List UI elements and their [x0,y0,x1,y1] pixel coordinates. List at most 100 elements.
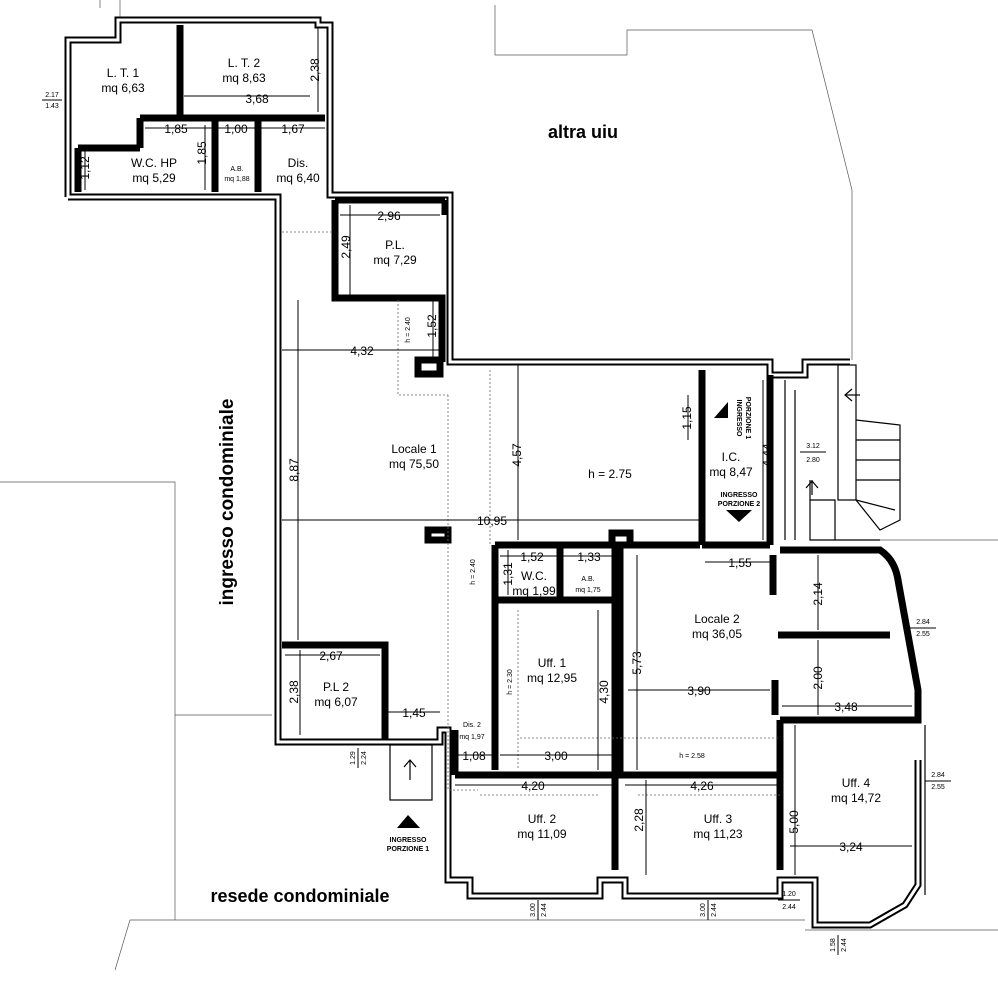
room-uff2-name: Uff. 2 [528,812,557,826]
dim-152a: 1,52 [425,314,439,338]
entrance-p1-top-line2: PORZIONE 1 [744,397,751,440]
room-uff1-name: Uff. 1 [538,656,567,670]
fraction-h-top: 1.20 [782,891,796,898]
height-h240b: h = 2.40 [470,559,477,585]
fraction-lines [42,99,951,955]
fraction-e-top: 1.29 [350,751,357,765]
entrance-markers [397,402,752,828]
dim-324: 3,24 [839,840,863,854]
other-unit-label: altra uiu [548,122,618,142]
entrance-p1-bottom-line1: INGRESSO [390,837,428,844]
dim-887: 8,87 [287,458,301,482]
fraction-labels: 2.17 1.43 3.12 2.80 2.84 2.55 2.84 2.55 … [45,92,945,952]
dim-145: 1,45 [402,706,426,720]
fraction-g-bottom: 2.44 [711,903,718,917]
room-uff4-name: Uff. 4 [842,776,871,790]
dim-430: 4,30 [597,680,611,704]
fraction-c-top: 2.84 [916,619,930,626]
dim-348: 3,48 [834,700,858,714]
height-h230: h = 2.30 [507,669,514,695]
entrance-p1-top-line1: INGRESSO [735,400,742,438]
room-lt1-area: mq 6,63 [101,81,145,95]
fraction-h-bottom: 2.44 [782,904,796,911]
fraction-g-top: 3.00 [700,903,707,917]
dim-108: 1,08 [462,749,486,763]
reference-lines [282,231,780,796]
room-locale1-area: mq 75,50 [389,457,439,471]
room-ab2-name: A.B. [581,576,594,583]
room-dis2-name: Dis. 2 [463,722,481,729]
dim-420: 4,20 [521,779,545,793]
height-h275: h = 2.75 [588,467,632,481]
dim-296: 2,96 [377,209,401,223]
room-labels: L. T. 1 mq 6,63 L. T. 2 mq 8,63 W.C. HP … [101,56,881,841]
dim-573: 5,73 [630,651,644,675]
fraction-a-top: 2.17 [45,92,59,99]
dim-368: 3,68 [245,92,269,106]
room-dis-name: Dis. [288,156,309,170]
dim-185a: 1,85 [164,122,188,136]
height-h258: h = 2.58 [679,753,705,760]
dim-238a: 2,38 [308,58,322,82]
room-uff1-area: mq 12,95 [527,671,577,685]
room-wc-area: mq 1,99 [512,584,556,598]
fraction-i-bottom: 2.44 [841,938,848,952]
room-lt1-name: L. T. 1 [107,66,140,80]
fraction-b-top: 3.12 [806,443,820,450]
dim-249: 2,49 [339,235,353,259]
room-pl2-name: P.L 2 [323,680,349,694]
dim-432: 4,32 [350,344,374,358]
dim-133: 1,33 [577,550,601,564]
dim-214: 2,14 [811,582,825,606]
room-uff3-area: mq 11,23 [693,827,742,841]
dimension-lines [84,28,912,875]
dim-100: 1,00 [224,122,248,136]
courtyard-label: resede condominiale [210,886,389,906]
room-uff2-area: mq 11,09 [517,827,566,841]
outer-walls [64,16,922,929]
room-lt2-name: L. T. 2 [228,56,261,70]
entrance-p1-bottom-line2: PORZIONE 1 [387,846,430,853]
dim-300: 3,00 [544,749,568,763]
dim-185b: 1,85 [195,141,209,165]
dim-444: 4,44 [760,443,774,467]
dim-390: 3,90 [687,684,711,698]
room-uff3-name: Uff. 3 [704,812,733,826]
dimension-labels: 3,68 2,38 1,85 1,00 1,67 1,12 1,85 2,96 … [78,58,863,854]
room-pl-name: P.L. [385,238,405,252]
entrance-p2-line2: PORZIONE 2 [718,501,761,508]
fraction-f-bottom: 2.44 [541,903,548,917]
fraction-c-bottom: 2.55 [916,631,930,638]
dim-152b: 1,52 [520,550,544,564]
fraction-e-bottom: 2.24 [361,751,368,765]
room-pl-area: mq 7,29 [373,253,417,267]
room-ab1-name: A.B. [230,166,243,173]
height-labels: h = 2.75 h = 2.40 h = 2.40 h = 2.30 h = … [405,317,705,760]
fraction-d-top: 2.84 [931,772,945,779]
fraction-a-bottom: 1.43 [45,103,59,110]
height-h240a: h = 2.40 [405,317,412,343]
dim-500: 5,00 [787,810,801,834]
fraction-f-top: 3.00 [530,903,537,917]
dim-200: 2,00 [811,666,825,690]
dim-131: 1,31 [501,562,515,586]
room-ic-area: mq 8,47 [709,465,753,479]
dim-267: 2,67 [319,649,343,663]
room-wchp-area: mq 5,29 [132,171,176,185]
room-dis-area: mq 6,40 [276,171,320,185]
room-wc-name: W.C. [521,569,547,583]
room-dis2-area: mq 1,97 [459,734,484,741]
dim-167: 1,67 [281,122,305,136]
room-ab1-area: mq 1,88 [224,176,249,183]
dim-1095: 10,95 [477,514,507,528]
room-uff4-area: mq 14,72 [831,791,881,805]
room-wchp-name: W.C. HP [131,156,177,170]
room-locale2-name: Locale 2 [694,612,740,626]
fraction-i-top: 1.58 [830,938,837,952]
room-lt2-area: mq 8,63 [222,71,266,85]
stairs [389,364,926,895]
entrance-p2-line1: INGRESSO [721,492,759,499]
dim-112: 1,12 [78,156,92,180]
